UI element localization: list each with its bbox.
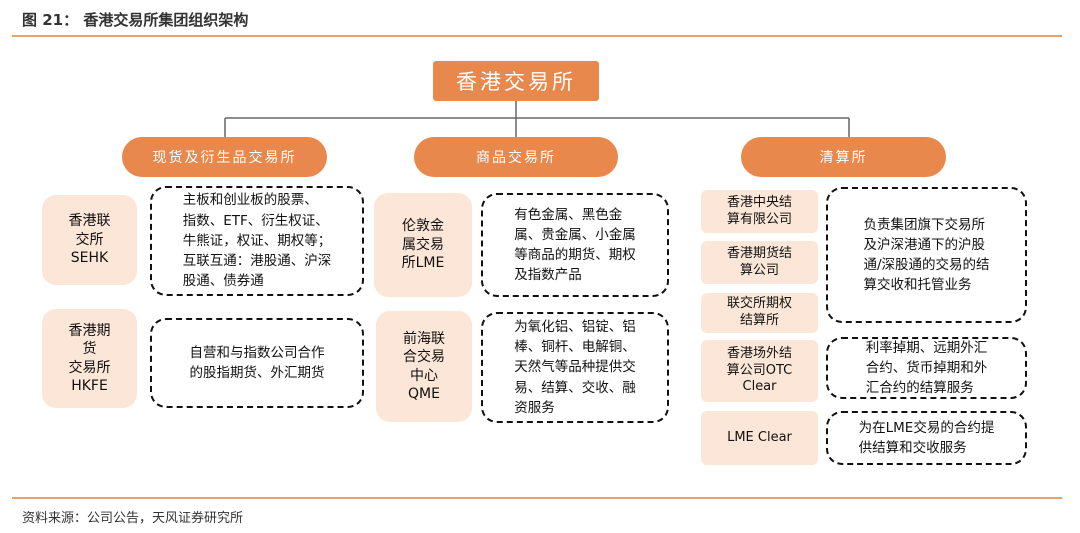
entity-name: 香港联 交所 SEHK [68,213,111,267]
entity-name: 香港中央结 算有限公司 [726,194,792,227]
entity-lme-clear: LME Clear [701,411,818,465]
description-text: 利率掉期、远期外汇 合约、货币掉期和外 汇合约的结算服务 [865,339,988,397]
division-label: 清算所 [819,150,868,166]
entity-hkscc: 香港中央结 算有限公司 [701,190,818,233]
entity-hkfe: 香港期 货 交易所 HKFE [42,309,137,408]
entity-qme: 前海联 合交易 中心 QME [376,311,472,422]
division-label: 现货及衍生品交易所 [152,150,297,166]
entity-description-hkfe: 自营和与指数公司合作 的股指期货、外汇期货 [150,318,364,408]
description-text: 有色金属、黑色金 属、贵金属、小金属 等商品的期货、期权 及指数产品 [514,206,636,284]
division-pill-commodities: 商品交易所 [414,137,618,177]
root-label: 香港交易所 [456,70,576,94]
entity-name: 香港期 货 交易所 HKFE [68,322,111,394]
bottom-rule [12,497,1062,499]
entity-name: LME Clear [727,429,792,445]
entity-description-lme: 有色金属、黑色金 属、贵金属、小金属 等商品的期货、期权 及指数产品 [481,193,669,297]
entity-lme: 伦敦金 属交易 所LME [374,193,472,297]
root-node-hkex: 香港交易所 [433,61,599,101]
entity-seoch: 联交所期权 结算所 [701,293,818,333]
description-text: 为氧化铝、铝锭、铝 棒、铜杆、电解铜、 天然气等品种提供交 易、结算、交收、融 … [514,318,636,416]
clearing-description-lme: 为在LME交易的合约提 供结算和交收服务 [826,411,1027,465]
clearing-description-otc: 利率掉期、远期外汇 合约、货币掉期和外 汇合约的结算服务 [826,337,1027,399]
entity-name: 联交所期权 结算所 [726,296,792,328]
description-text: 主板和创业板的股票、 指数、ETF、衍生权证、 牛熊证，权证、期权等； 互联互通… [182,192,332,290]
entity-sehk: 香港联 交所 SEHK [42,195,137,285]
entity-name: 香港场外结 算公司OTC Clear [726,345,793,395]
description-text: 负责集团旗下交易所 及沪深港通下的沪股 通/深股通的交易的结 算交收和托管业务 [863,216,990,294]
source-note: 资料来源：公司公告，天风证券研究所 [22,511,244,526]
entity-hkcc: 香港期货结 算公司 [701,241,818,284]
top-rule [12,35,1062,37]
division-pill-spot-derivatives: 现货及衍生品交易所 [122,137,327,177]
entity-description-qme: 为氧化铝、铝锭、铝 棒、铜杆、电解铜、 天然气等品种提供交 易、结算、交收、融 … [481,312,669,423]
entity-name: 伦敦金 属交易 所LME [401,218,445,272]
description-text: 为在LME交易的合约提 供结算和交收服务 [858,419,995,456]
division-label: 商品交易所 [476,150,556,166]
clearing-description-securities: 负责集团旗下交易所 及沪深港通下的沪股 通/深股通的交易的结 算交收和托管业务 [826,187,1027,323]
division-pill-clearing: 清算所 [741,137,946,177]
description-text: 自营和与指数公司合作 的股指期货、外汇期货 [189,344,325,381]
entity-description-sehk: 主板和创业板的股票、 指数、ETF、衍生权证、 牛熊证，权证、期权等； 互联互通… [150,186,364,296]
entity-name: 香港期货结 算公司 [726,245,792,278]
figure-title: 图 21： 香港交易所集团组织架构 [22,11,249,29]
entity-name: 前海联 合交易 中心 QME [403,330,445,402]
entity-otc-clear: 香港场外结 算公司OTC Clear [701,340,818,402]
